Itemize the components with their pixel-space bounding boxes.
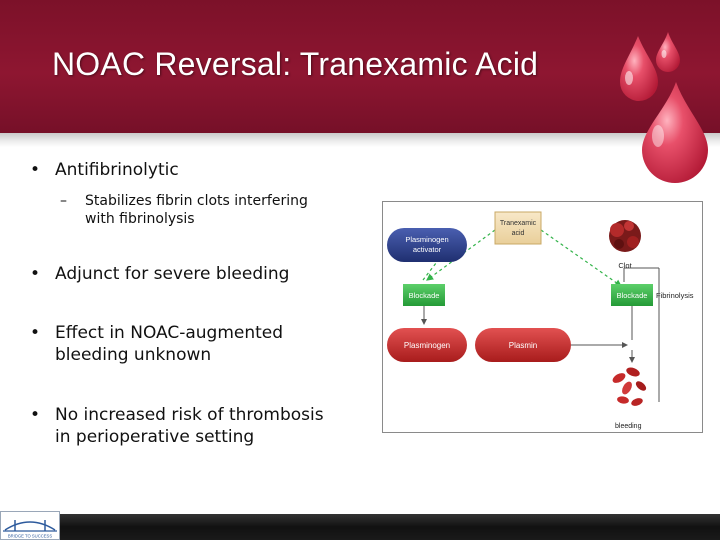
clot-icon (609, 220, 641, 252)
plasmin-pill (475, 328, 571, 362)
blood-drops-icon (620, 32, 708, 183)
activator-label-line2: activator (413, 245, 442, 254)
bullet-text-line2: in perioperative setting (55, 427, 255, 447)
footer-bar (0, 514, 720, 540)
tranexamic-label-line1: Tranexamic (500, 220, 537, 227)
tranexamic-label-line2: acid (512, 230, 525, 237)
red-blood-cells-icon (612, 367, 647, 406)
plasminogen-label: Plasminogen (404, 341, 450, 350)
bridge-logo: BRIDGE TO SUCCESS (0, 511, 60, 540)
bullet-text-line1: No increased risk of thrombosis (55, 405, 324, 425)
mechanism-diagram: Tranexamic acid Plasminogen activator Cl… (382, 201, 703, 433)
plasminogen-pill (387, 328, 467, 362)
activator-label-line1: Plasminogen (405, 235, 448, 244)
blockade-box-left (403, 284, 445, 306)
bullet-symbol: • (30, 405, 41, 425)
sub-bullet-symbol: – (60, 193, 67, 209)
sub-bullet-text-line2: with fibrinolysis (85, 211, 195, 227)
bullet-symbol: • (30, 264, 41, 284)
tranexamic-acid-box (494, 211, 542, 245)
logo-text: BRIDGE TO SUCCESS (8, 534, 52, 539)
blockade-box-right (611, 284, 653, 306)
sub-bullet-text-line1: Stabilizes fibrin clots interfering (85, 193, 308, 209)
blockade-label-right: Blockade (617, 291, 648, 300)
banner-shadow (0, 133, 720, 147)
bullet-text: Antifibrinolytic (55, 160, 179, 180)
clot-label: Clot (618, 261, 632, 270)
bleeding-label: bleeding (615, 423, 642, 430)
slide-title: NOAC Reversal: Tranexamic Acid (52, 46, 539, 82)
plasmin-label: Plasmin (509, 341, 537, 350)
title-banner (0, 0, 720, 133)
bullet-text: Adjunct for severe bleeding (55, 264, 290, 284)
bullet-symbol: • (30, 323, 41, 343)
bullet-text-line2: bleeding unknown (55, 345, 212, 365)
bullet-text-line1: Effect in NOAC-augmented (55, 323, 284, 343)
connector-line (540, 229, 622, 287)
plasminogen-activator-pill (387, 228, 467, 262)
blockade-label-left: Blockade (409, 291, 440, 300)
fibrinolysis-label: Fibrinolysis (656, 291, 694, 300)
bullet-symbol: • (30, 160, 41, 180)
